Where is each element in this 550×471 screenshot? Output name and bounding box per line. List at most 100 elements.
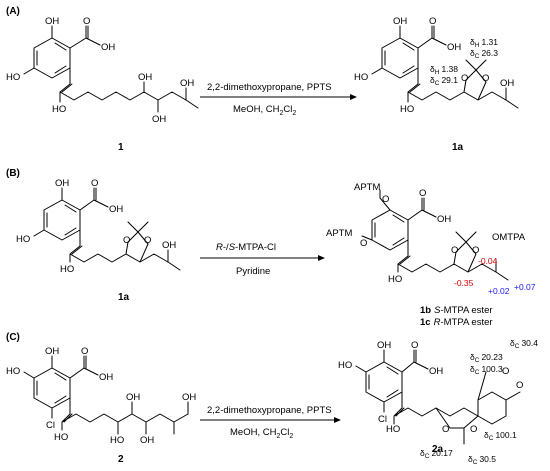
atom-cooh-o: O bbox=[81, 346, 88, 357]
acetonide-bonds bbox=[463, 59, 487, 101]
atom-o1: O bbox=[461, 73, 468, 84]
atom-ho-left: HO bbox=[6, 366, 20, 377]
atom-oh-end: OH bbox=[162, 240, 176, 251]
ring-double-bonds bbox=[374, 214, 405, 246]
atom-enol-ho: HO bbox=[60, 264, 74, 275]
atom-aptm-2: APTM bbox=[326, 228, 352, 239]
atom-oh-a: HO bbox=[110, 435, 124, 446]
atom-o2: O bbox=[470, 424, 477, 435]
acetonide-bonds bbox=[125, 221, 149, 263]
chain-bonds bbox=[407, 67, 507, 103]
panel-a-label: (A) bbox=[6, 6, 20, 17]
benzene-ring bbox=[33, 367, 71, 409]
atom-enol-ho: HO bbox=[400, 104, 414, 115]
atom-o2: O bbox=[472, 245, 479, 256]
carboxyl-bonds bbox=[79, 187, 109, 211]
reagent-b-bottom: Pyridine bbox=[236, 266, 270, 277]
substituent-bonds bbox=[23, 355, 53, 419]
atom-oh-top: OH bbox=[45, 346, 59, 357]
atom-enol-ho: HO bbox=[52, 104, 66, 115]
terminal-bonds bbox=[505, 87, 519, 109]
atom-cooh-oh: OH bbox=[101, 42, 115, 53]
chain-bonds bbox=[61, 397, 189, 431]
atom-cooh-o: O bbox=[429, 16, 436, 27]
side-oh-bonds bbox=[143, 81, 199, 113]
atom-o2: O bbox=[482, 73, 489, 84]
atom-cooh-o: O bbox=[83, 16, 90, 27]
panel-b: (B) OH HO O OH HO O O OH 1a R-/S-MTPA-Cl… bbox=[6, 168, 536, 328]
atom-side-oh-2: OH bbox=[152, 114, 166, 125]
compound-1-structure: OH HO O OH HO OH OH OH bbox=[6, 16, 199, 125]
atom-enol-ho: HO bbox=[388, 274, 402, 285]
side-oh-bonds bbox=[117, 401, 189, 435]
carboxyl-bonds bbox=[69, 355, 99, 379]
atom-oh-top: OH bbox=[377, 340, 391, 351]
bond-ho bbox=[23, 67, 35, 75]
reagent-b-top: R-/S-MTPA-Cl bbox=[216, 242, 276, 253]
compound-2-label: 2 bbox=[118, 454, 124, 465]
ring-double-bonds bbox=[36, 42, 67, 74]
chain-bonds bbox=[393, 391, 437, 425]
atom-cooh-oh: OH bbox=[437, 214, 451, 225]
benzene-ring bbox=[33, 37, 71, 79]
atom-oh-top: OH bbox=[45, 16, 59, 27]
benzene-ring bbox=[43, 199, 81, 241]
atom-o2: O bbox=[144, 235, 151, 246]
compound-2a-label: 2a bbox=[432, 444, 444, 455]
acetonide-bonds bbox=[453, 231, 477, 273]
atom-side-oh-3: OH bbox=[180, 78, 194, 89]
delta-blue-2: +0.07 bbox=[514, 282, 536, 292]
compound-1a-start-structure: OH HO O OH HO O O OH bbox=[16, 178, 181, 275]
atom-oh-d: OH bbox=[182, 392, 196, 403]
atom-o3: O bbox=[502, 366, 509, 377]
compound-1-label: 1 bbox=[118, 142, 124, 153]
reagent-a-bottom: MeOH, CH2Cl2 bbox=[233, 104, 296, 117]
atom-cooh-oh: OH bbox=[99, 372, 113, 383]
atom-ho-left: HO bbox=[338, 360, 352, 371]
atom-cooh-oh: OH bbox=[109, 204, 123, 215]
atom-cooh-oh: OH bbox=[429, 366, 443, 377]
atom-oh-c: OH bbox=[140, 435, 154, 446]
ring-double-bonds bbox=[46, 204, 77, 236]
atom-side-oh-1: OH bbox=[138, 72, 152, 83]
atom-o4: O bbox=[516, 380, 523, 391]
atom-cooh-oh: OH bbox=[447, 42, 461, 53]
panel-b-label: (B) bbox=[6, 168, 20, 179]
delta-red-1: -0.04 bbox=[478, 256, 498, 266]
atom-cooh-o: O bbox=[411, 340, 418, 351]
upper-dioxane-ring bbox=[477, 391, 507, 425]
benzene-ring bbox=[381, 37, 419, 79]
delta-red-2: -0.35 bbox=[454, 278, 474, 288]
ring-double-bonds bbox=[384, 42, 415, 74]
ring-substituent-bonds bbox=[463, 371, 521, 445]
atom-cooh-o: O bbox=[419, 188, 426, 199]
atom-o-a: O bbox=[382, 194, 389, 205]
atom-enol-ho: HO bbox=[386, 424, 400, 435]
atom-cl: Cl bbox=[378, 414, 387, 425]
phenol-bonds bbox=[371, 25, 401, 75]
arrowhead-c bbox=[334, 417, 341, 423]
atom-o1: O bbox=[442, 424, 449, 435]
arrowhead-a bbox=[350, 94, 357, 100]
alkyl-chain bbox=[59, 91, 187, 103]
atom-ho-left: HO bbox=[354, 72, 368, 83]
terminal-bonds bbox=[167, 249, 181, 271]
reagent-c-top: 2,2-dimethoxypropane, PPTS bbox=[207, 405, 332, 416]
terminal-bonds bbox=[495, 259, 509, 281]
atom-ho-left: HO bbox=[6, 72, 20, 83]
compound-1a-label: 1a bbox=[452, 142, 464, 153]
ring-double-bonds bbox=[36, 372, 67, 404]
atom-oh-top: OH bbox=[55, 178, 69, 189]
atom-cooh-o: O bbox=[91, 178, 98, 189]
chain-bonds bbox=[69, 229, 169, 263]
